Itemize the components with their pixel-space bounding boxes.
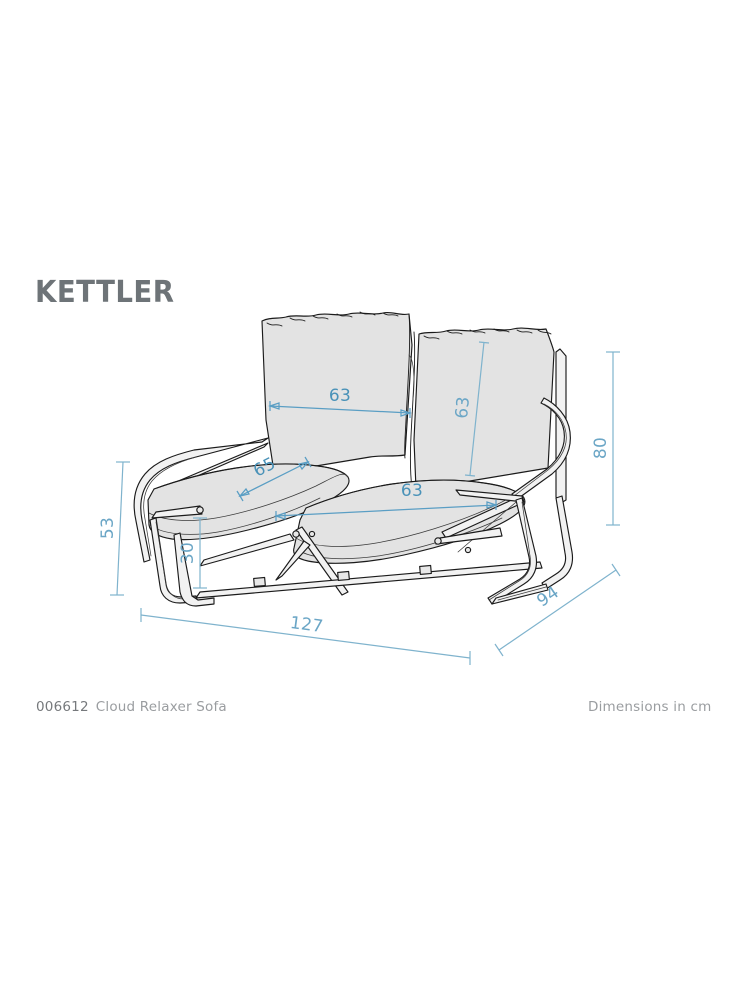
dimension-label-seat-width: 63 <box>401 481 423 501</box>
dimension-backrest-width: 63 <box>268 386 412 418</box>
product-name: Cloud Relaxer Sofa <box>95 699 227 715</box>
back-cushion-left <box>261 311 413 473</box>
article-number: 006612 <box>36 699 89 715</box>
dimension-label-overall-width: 127 <box>289 613 325 637</box>
kettler-logo: KETTLER <box>35 275 175 310</box>
frame-rear-left-leg <box>173 532 215 607</box>
dimension-ground-clearance: 30 <box>178 517 207 589</box>
dimension-label-seat-height: 53 <box>98 517 118 539</box>
dimension-seat-width: 63 <box>274 481 498 521</box>
dimension-label-backrest-width: 63 <box>329 386 351 406</box>
dimension-overall-height: 80 <box>591 351 620 526</box>
seat-cushion-right <box>293 479 526 564</box>
frame-right-rear-diagonal <box>491 583 549 605</box>
frame-cross-brace <box>199 526 349 596</box>
frame-seat-support-left <box>151 505 204 519</box>
frame-right-armrest <box>511 397 571 501</box>
dimension-label-backrest-height: 63 <box>452 395 474 419</box>
product-identification: 006612 Cloud Relaxer Sofa <box>36 699 227 715</box>
seat-cushion-left <box>147 463 350 541</box>
dimension-overall-width: 127 <box>140 608 471 665</box>
dimension-seat-height: 53 <box>98 461 130 596</box>
frame-seat-support-right <box>434 527 503 554</box>
dimension-backrest-height: 63 <box>452 341 490 477</box>
dimension-label-overall-height: 80 <box>591 437 611 459</box>
back-cushion-right <box>413 327 555 490</box>
frame-bottom-rails <box>195 561 543 599</box>
frame-left-armrest <box>133 437 269 563</box>
frame-right-side-support <box>455 489 525 553</box>
dimension-label-ground-clearance: 30 <box>178 542 198 564</box>
units-note: Dimensions in cm <box>588 699 712 715</box>
